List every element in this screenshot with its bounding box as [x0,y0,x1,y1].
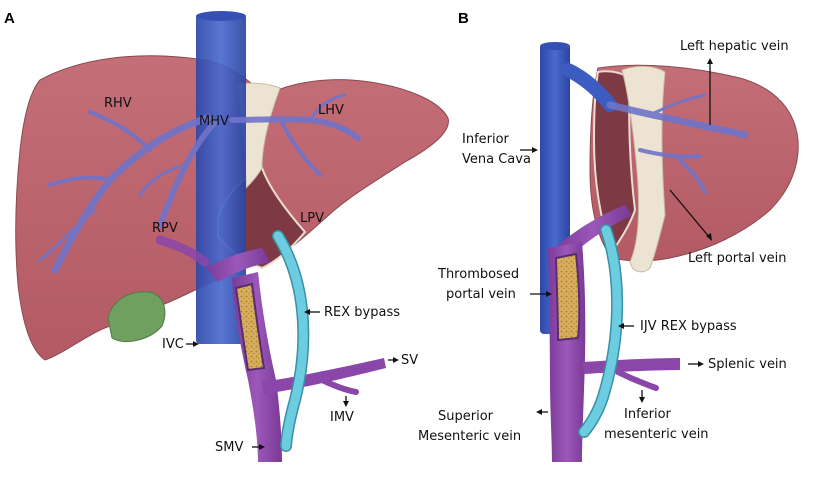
ijv-rex-callout: IJV REX bypass [618,319,737,334]
label-ijv-rex-bypass: IJV REX bypass [640,319,737,334]
label-thrombosed-line1: Thrombosed [437,267,519,282]
imv-callout-a: IMV [330,396,354,425]
label-ivc-line2: Vena Cava [462,152,531,167]
thrombosed-pv-callout: Thrombosed portal vein [437,267,552,302]
ijv-rex-bypass-b-fill [584,230,617,432]
label-left-hepatic-vein: Left hepatic vein [680,39,789,54]
label-lpv: LPV [300,211,324,226]
label-sv: SV [401,353,418,368]
label-imv: IMV [330,410,354,425]
label-smv: SMV [215,440,243,455]
label-left-portal-vein: Left portal vein [688,251,787,266]
rex-callout-a: REX bypass [304,305,400,320]
label-splenic-vein: Splenic vein [708,357,787,372]
label-rex-bypass: REX bypass [324,305,400,320]
panel-b-letter: B [458,10,469,27]
panel-a-letter: A [4,10,15,27]
panel-a: A [4,10,448,462]
splenic-vein-callout: Splenic vein [688,357,787,372]
label-smv-line2: Mesenteric vein [418,429,521,444]
panel-b: B Left hepatic vein [418,10,798,462]
smv-callout-b: Superior Mesenteric vein [418,409,548,444]
ivc-a-top [196,11,246,21]
ivc-callout-a: IVC [162,337,199,352]
label-ivc-line1: Inferior [462,132,510,147]
label-mhv: MHV [199,114,229,129]
label-thrombosed-line2: portal vein [446,287,516,302]
ivc-b-top [540,42,570,50]
imv-callout-b: Inferior mesenteric vein [604,390,709,442]
label-lhv: LHV [318,103,344,118]
rex-bypass-a-fill [278,236,303,446]
label-smv-line1: Superior [438,409,494,424]
ivc-callout-b: Inferior Vena Cava [462,132,538,167]
label-rpv: RPV [152,221,178,236]
sv-callout-a: SV [388,353,418,368]
label-imv-line2: mesenteric vein [604,427,709,442]
label-ivc: IVC [162,337,184,352]
label-rhv: RHV [104,96,132,111]
label-imv-line1: Inferior [624,407,672,422]
